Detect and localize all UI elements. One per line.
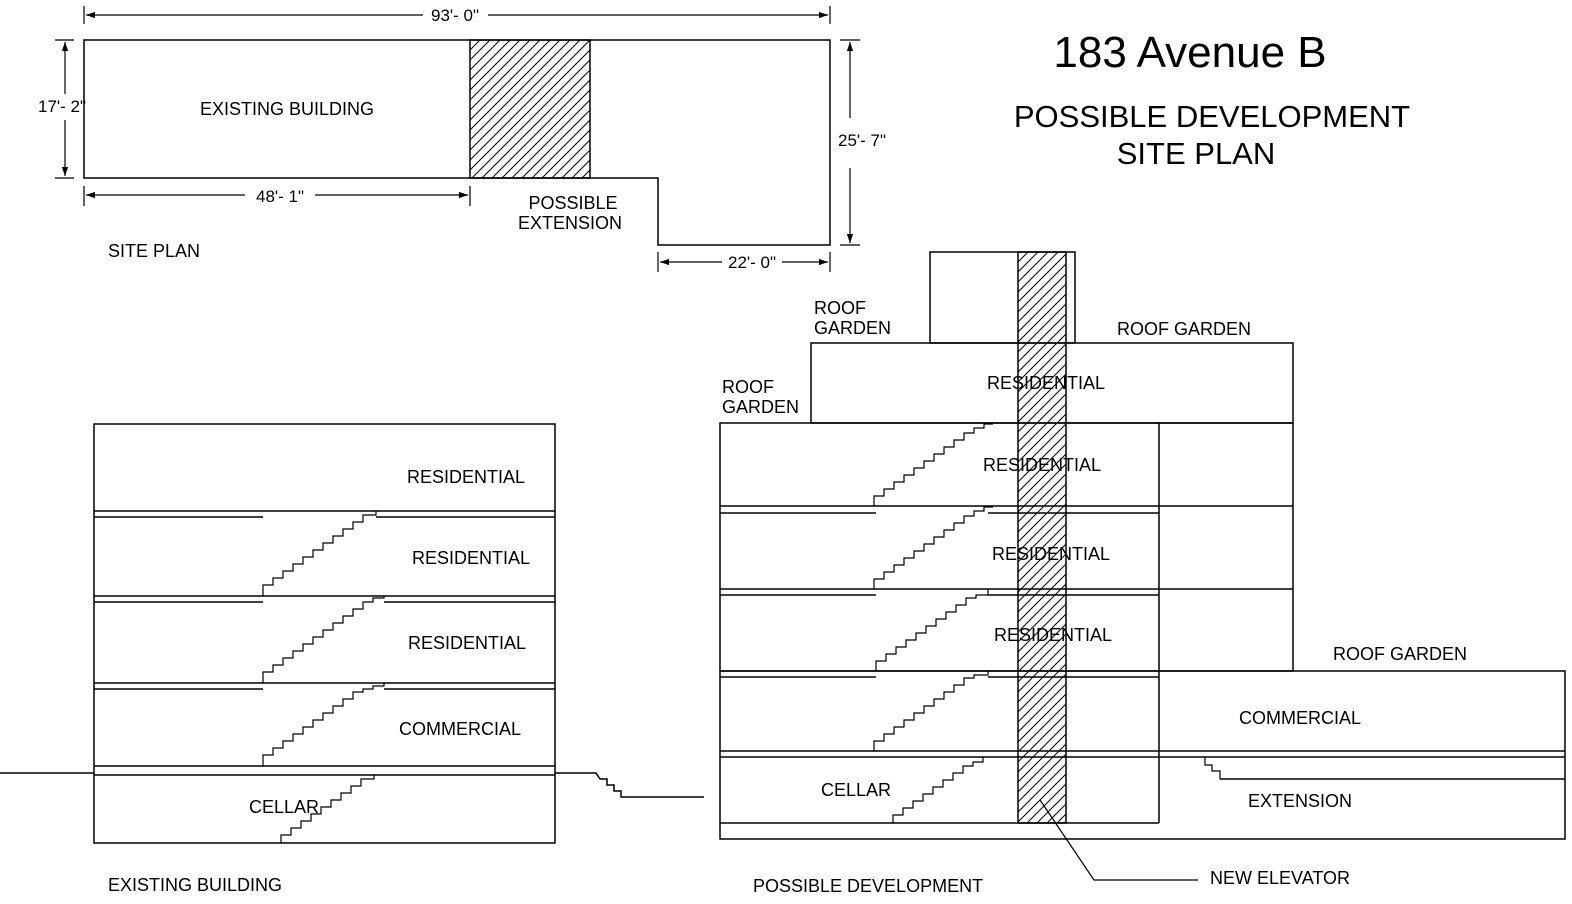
dim-total-length: 93'- 0" — [431, 6, 479, 25]
development-floor-2-label: RESIDENTIAL — [983, 455, 1101, 475]
title-line-1: POSSIBLE DEVELOPMENT — [1014, 99, 1410, 134]
site-plan: 93'- 0" 17'- 2" 25'- 7" 48'- 1" 22'- 0" … — [38, 6, 886, 272]
site-plan-extension-label-1: POSSIBLE — [528, 193, 617, 213]
existing-section-caption: EXISTING BUILDING — [108, 875, 282, 895]
development-section-caption: POSSIBLE DEVELOPMENT — [753, 876, 983, 896]
roof-garden-left-2: GARDEN — [722, 397, 799, 417]
new-elevator-shaft — [1017, 251, 1067, 824]
dim-building-length: 48'- 1" — [256, 187, 304, 206]
existing-section: RESIDENTIAL RESIDENTIAL RESIDENTIAL COMM… — [0, 423, 704, 895]
roof-garden-right: ROOF GARDEN — [1333, 644, 1467, 664]
roof-garden-upper-right: ROOF GARDEN — [1117, 319, 1251, 339]
dim-left-width: 17'- 2" — [38, 97, 86, 116]
existing-building-outline — [93, 423, 556, 844]
existing-cellar-label: CELLAR — [249, 797, 319, 817]
site-plan-extension-hatch — [469, 39, 591, 179]
dim-right-width: 25'- 7" — [838, 131, 886, 150]
development-cellar-label: CELLAR — [821, 780, 891, 800]
site-plan-extension-label-2: EXTENSION — [518, 213, 622, 233]
existing-floor-3-label: RESIDENTIAL — [408, 633, 526, 653]
site-plan-outline — [83, 39, 831, 246]
roof-garden-upper-left-1: ROOF — [814, 298, 866, 318]
development-section: ROOF GARDEN ROOF GARDEN ROOF GARDEN ROOF… — [719, 251, 1566, 896]
development-extension-label: EXTENSION — [1248, 791, 1352, 811]
roof-garden-upper-left-2: GARDEN — [814, 318, 891, 338]
existing-floor-4-label: COMMERCIAL — [399, 719, 521, 739]
new-elevator-leader — [1039, 799, 1198, 881]
site-plan-existing-building-label: EXISTING BUILDING — [200, 99, 374, 119]
development-floor-1-label: RESIDENTIAL — [987, 373, 1105, 393]
dim-rear-length: 22'- 0" — [728, 253, 776, 272]
site-plan-caption: SITE PLAN — [108, 241, 200, 261]
roof-garden-left-1: ROOF — [722, 377, 774, 397]
new-elevator-label: NEW ELEVATOR — [1210, 868, 1350, 888]
development-floor-3-label: RESIDENTIAL — [992, 544, 1110, 564]
development-floor-4-label: RESIDENTIAL — [994, 625, 1112, 645]
development-commercial-label: COMMERCIAL — [1239, 708, 1361, 728]
title-line-2: SITE PLAN — [1117, 136, 1276, 171]
existing-floor-2-label: RESIDENTIAL — [412, 548, 530, 568]
title-address: 183 Avenue B — [1053, 28, 1326, 77]
existing-floor-1-label: RESIDENTIAL — [407, 467, 525, 487]
